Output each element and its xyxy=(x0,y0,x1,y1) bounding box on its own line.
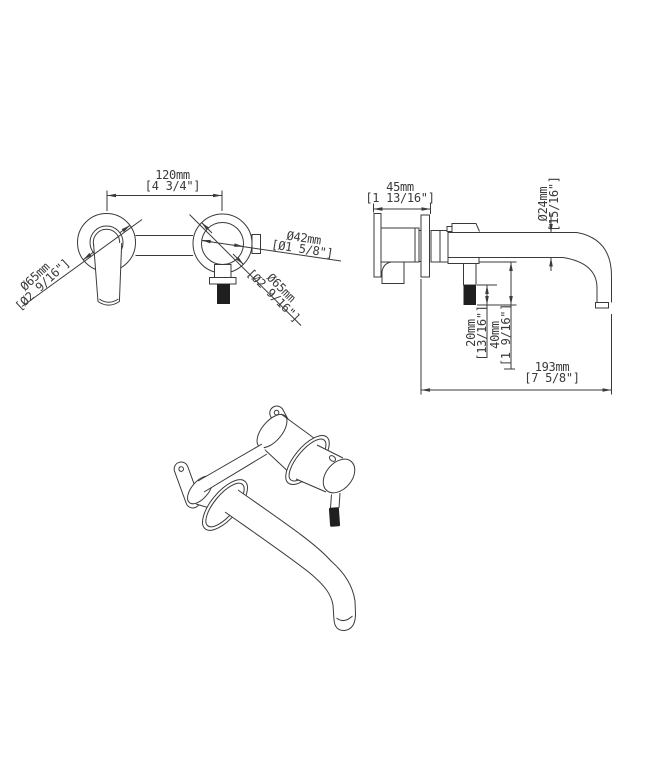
dim-center-distance-lines xyxy=(106,190,223,211)
front-view xyxy=(21,190,342,326)
dim-reach-lines xyxy=(420,279,612,395)
handle-grip-3d xyxy=(328,507,341,527)
dim-spout-reach-inch: [7 5/8"] xyxy=(524,371,580,385)
handle-grip-front xyxy=(217,284,230,304)
perspective-view xyxy=(173,405,357,632)
dim-handle-length: 40mm [1 9/16"] xyxy=(488,303,513,367)
spout-side xyxy=(448,232,612,309)
dim-center-distance: 120mm [4 3/4"] xyxy=(144,168,201,193)
connecting-bar-3d xyxy=(197,443,268,493)
side-view xyxy=(373,203,612,395)
dim-spout-reach-mm: 193mm xyxy=(534,360,570,374)
dim-spout-reach: 193mm [7 5/8"] xyxy=(524,360,580,385)
valve-side xyxy=(420,214,480,278)
body-bar xyxy=(135,235,193,256)
dim-center-distance-inch: [4 3/4"] xyxy=(144,179,201,193)
diameter-leaders xyxy=(21,214,342,326)
dim-depth-lines xyxy=(373,203,431,214)
dim-wall-plate-depth-inch: [1 13/16"] xyxy=(365,191,435,205)
dim-wall-plate-depth-mm: 45mm xyxy=(386,180,414,194)
handle-3d xyxy=(295,444,356,527)
spout-3d xyxy=(224,489,357,632)
dim-handle-grip-length: 20mm [13/16"] xyxy=(464,304,489,361)
handle-grip-side xyxy=(463,285,476,305)
dim-center-distance-mm: 120mm xyxy=(155,168,190,182)
dim-spout-diameter: Ø24mm [15/16"] xyxy=(536,176,561,232)
dim-handle-grip-length-inch: [13/16"] xyxy=(475,304,489,361)
handle-side xyxy=(463,263,477,305)
dim-handle-lines xyxy=(477,261,517,370)
inwall-body-side xyxy=(373,213,424,284)
dim-handle-length-inch: [1 9/16"] xyxy=(498,303,513,367)
dim-spout-diameter-inch: [15/16"] xyxy=(546,176,561,232)
dim-wall-plate-depth: 45mm [1 13/16"] xyxy=(365,180,435,205)
spout-escutcheon-front xyxy=(77,213,136,306)
